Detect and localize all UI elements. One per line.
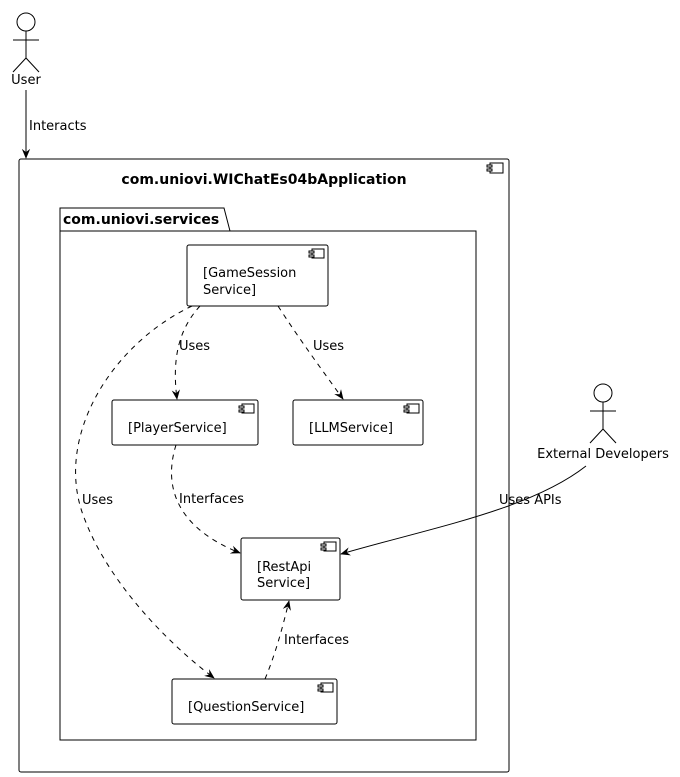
player-interfaces-arrow (171, 444, 241, 554)
package-title: com.uniovi.services (63, 212, 219, 228)
uses-llm-arrow (277, 305, 344, 400)
component-icon (317, 682, 334, 693)
external-developers-label: External Developers (537, 447, 669, 462)
application-title: com.uniovi.WIChatEs04bApplication (121, 172, 406, 188)
user-label: User (11, 73, 41, 88)
component-icon (320, 541, 337, 552)
question-service: [QuestionService] (171, 678, 338, 725)
question-interfaces-arrow (264, 600, 291, 680)
player-service-label: [PlayerService] (128, 421, 227, 436)
component-icon (308, 248, 325, 259)
component-icon (238, 403, 255, 414)
uses-question-label: Uses (82, 493, 113, 508)
llm-service-label: [LLMService] (309, 421, 393, 436)
restapi-label-1: [RestApi (257, 560, 311, 575)
external-developers-actor: External Developers (537, 383, 669, 462)
uses-question-arrow (75, 305, 215, 679)
llm-service: [LLMService] (292, 399, 424, 446)
component-icon (486, 162, 504, 174)
uses-player-arrow (171, 305, 201, 400)
player-service: [PlayerService] (111, 399, 259, 446)
uses-apis-arrow (340, 465, 587, 556)
game-session-label-2: Service] (203, 283, 256, 298)
restapi-service: [RestApi Service] (240, 537, 341, 601)
restapi-label-2: Service] (257, 576, 310, 591)
uses-llm-label: Uses (313, 339, 344, 354)
question-interfaces-label: Interfaces (284, 633, 349, 648)
component-icon (403, 403, 420, 414)
uses-apis-label: Uses APIs (499, 493, 562, 508)
services-package: com.uniovi.services (59, 207, 477, 741)
game-session-service: [GameSession Service] (186, 244, 329, 307)
interacts-label: Interacts (29, 119, 87, 134)
user-actor: User (11, 12, 41, 88)
player-interfaces-label: Interfaces (179, 492, 244, 507)
game-session-label-1: [GameSession (203, 266, 296, 281)
uses-player-label: Uses (179, 339, 210, 354)
question-service-label: [QuestionService] (188, 700, 304, 715)
